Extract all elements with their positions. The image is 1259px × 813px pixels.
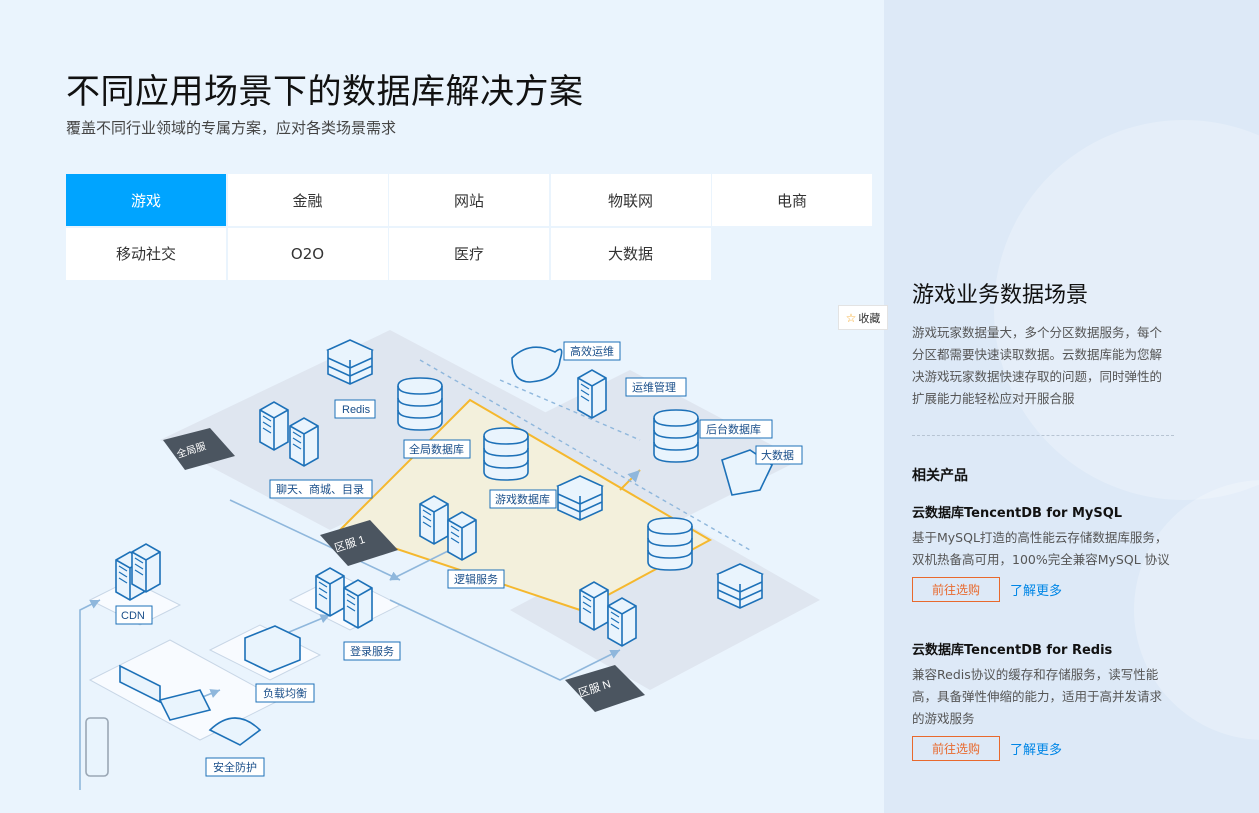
page-title: 不同应用场景下的数据库解决方案 <box>66 72 584 112</box>
lock-icon <box>158 689 212 721</box>
label-ops-mgmt: 运维管理 <box>632 380 676 394</box>
product-card-mysql: 云数据库TencentDB for MySQL 基于MySQL打造的高性能云存储… <box>912 502 1174 602</box>
favorite-label: 收藏 <box>858 311 881 325</box>
panel-title: 游戏业务数据场景 <box>912 283 1089 308</box>
product-name: 云数据库TencentDB for MySQL <box>912 506 1123 521</box>
panel-divider <box>912 435 1174 436</box>
learn-more-mysql-link[interactable]: 了解更多 <box>1010 584 1063 599</box>
product-card-redis: 云数据库TencentDB for Redis 兼容Redis协议的缓存和存储服… <box>912 639 1174 761</box>
radar-icon <box>208 717 262 746</box>
product-name: 云数据库TencentDB for Redis <box>912 643 1113 658</box>
label-logic-service: 逻辑服务 <box>454 572 498 586</box>
tab-mobile-social[interactable]: 移动社交 <box>66 227 226 280</box>
load-balancer-icon <box>244 625 301 673</box>
shield-icon <box>119 664 161 704</box>
tab-medical[interactable]: 医疗 <box>389 227 549 280</box>
panel-description: 游戏玩家数据量大，多个分区数据服务，每个分区都需要快速读取数据。云数据库能为您解… <box>912 325 1163 406</box>
architecture-diagram: 全局服 区服 1 区服 N Redis 全局数据库 聊天、商城、目录 高效运维 … <box>79 330 820 790</box>
label-redis: Redis <box>342 404 371 416</box>
product-description: 兼容Redis协议的缓存和存储服务，读写性能高，具备弹性伸缩的能力，适用于高并发… <box>912 667 1163 726</box>
product-description: 基于MySQL打造的高性能云存储数据库服务，双机热备高可用，100%完全兼容My… <box>912 530 1170 567</box>
label-chat-mall: 聊天、商城、目录 <box>276 482 364 496</box>
label-global-db: 全局数据库 <box>409 442 464 456</box>
side-panel <box>884 0 1259 813</box>
label-security: 安全防护 <box>213 760 257 774</box>
tab-website[interactable]: 网站 <box>389 174 549 226</box>
tab-game[interactable]: 游戏 <box>66 174 226 226</box>
product-actions: 前往选购 了解更多 <box>912 736 1174 761</box>
label-backend-db: 后台数据库 <box>706 422 761 436</box>
star-icon: ☆ <box>845 310 857 325</box>
label-login-service: 登录服务 <box>350 644 394 658</box>
related-products-title: 相关产品 <box>912 468 968 484</box>
learn-more-redis-link[interactable]: 了解更多 <box>1010 743 1063 758</box>
label-bigdata: 大数据 <box>761 448 794 462</box>
label-cdn: CDN <box>121 610 145 622</box>
tab-iot[interactable]: 物联网 <box>550 174 711 226</box>
whale-icon <box>511 346 563 383</box>
page-subtitle: 覆盖不同行业领域的专属方案，应对各类场景需求 <box>66 119 397 137</box>
buy-redis-button[interactable]: 前往选购 <box>912 736 1000 761</box>
tab-bigdata[interactable]: 大数据 <box>550 227 711 280</box>
product-actions: 前往选购 了解更多 <box>912 577 1174 602</box>
scenario-tabs: 游戏 金融 网站 物联网 电商 移动社交 O2O 医疗 大数据 <box>66 174 872 280</box>
label-game-db: 游戏数据库 <box>495 492 550 506</box>
tab-finance[interactable]: 金融 <box>227 174 388 226</box>
label-load-balancer: 负载均衡 <box>263 686 307 700</box>
tab-ecommerce[interactable]: 电商 <box>712 174 872 226</box>
label-efficient-ops: 高效运维 <box>570 344 614 358</box>
mobile-phone-icon <box>85 717 109 777</box>
favorite-button[interactable]: ☆ 收藏 <box>838 305 888 330</box>
tab-o2o[interactable]: O2O <box>227 227 388 280</box>
buy-mysql-button[interactable]: 前往选购 <box>912 577 1000 602</box>
